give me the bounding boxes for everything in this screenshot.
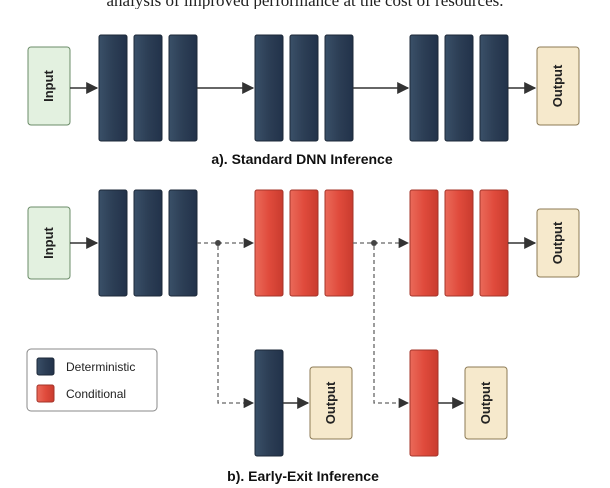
exit-2-output-label: Output: [478, 381, 493, 424]
standard-diagram: Input Output a). Stan: [27, 34, 580, 167]
conditional-layer: [254, 189, 284, 297]
deterministic-layer: [98, 189, 128, 297]
legend-label-deterministic: Deterministic: [66, 360, 135, 374]
deterministic-layer: [409, 34, 439, 142]
exit-branch-1: Output: [217, 246, 353, 457]
branch-dot-icon: [215, 240, 221, 246]
legend-label-conditional: Conditional: [66, 387, 126, 401]
exit-branch-2: Output: [373, 246, 508, 457]
deterministic-layer: [254, 34, 284, 142]
legend-frame: [26, 348, 158, 412]
deterministic-layer: [133, 34, 163, 142]
standard-layer-group-3: [409, 34, 509, 142]
deterministic-layer: [133, 189, 163, 297]
early-exit-deterministic-group: [98, 189, 198, 297]
deterministic-layer: [289, 34, 319, 142]
deterministic-layer: [168, 34, 198, 142]
deterministic-layer: [444, 34, 474, 142]
exit-1-output-label: Output: [323, 381, 338, 424]
conditional-layer: [409, 189, 439, 297]
dashed-connector: [217, 246, 255, 409]
early-exit-conditional-group-2: [409, 189, 509, 297]
conditional-layer: [409, 349, 439, 457]
standard-output-label: Output: [550, 64, 565, 107]
deterministic-layer: [324, 34, 354, 142]
legend: Deterministic Conditional: [26, 348, 158, 412]
early-exit-conditional-group-1: [254, 189, 354, 297]
early-exit-input-box: Input: [27, 206, 71, 280]
standard-layer-group-1: [98, 34, 198, 142]
header-snippet: analysis of improved performance at the …: [0, 0, 610, 9]
early-exit-diagram: Input Output: [26, 189, 580, 484]
exit-1-output-box: [309, 366, 353, 440]
dashed-connector: [373, 246, 410, 409]
legend-swatch-conditional: [36, 384, 55, 403]
deterministic-layer: [479, 34, 509, 142]
conditional-layer: [324, 189, 354, 297]
exit-2-output-box: [464, 366, 508, 440]
deterministic-layer: [168, 189, 198, 297]
branch-dot-icon: [371, 240, 377, 246]
standard-layer-group-2: [254, 34, 354, 142]
standard-caption: a). Standard DNN Inference: [211, 151, 392, 167]
conditional-layer: [479, 189, 509, 297]
conditional-layer: [289, 189, 319, 297]
deterministic-layer: [98, 34, 128, 142]
early-exit-caption: b). Early-Exit Inference: [227, 468, 379, 484]
early-exit-output-label: Output: [550, 221, 565, 264]
early-exit-input-label: Input: [41, 226, 56, 258]
deterministic-layer: [254, 349, 284, 457]
early-exit-output-box: Output: [536, 208, 580, 278]
standard-input-box: Input: [27, 46, 71, 126]
conditional-layer: [444, 189, 474, 297]
standard-input-label: Input: [41, 69, 56, 101]
legend-swatch-deterministic: [36, 357, 55, 376]
standard-output-box: Output: [536, 46, 580, 126]
